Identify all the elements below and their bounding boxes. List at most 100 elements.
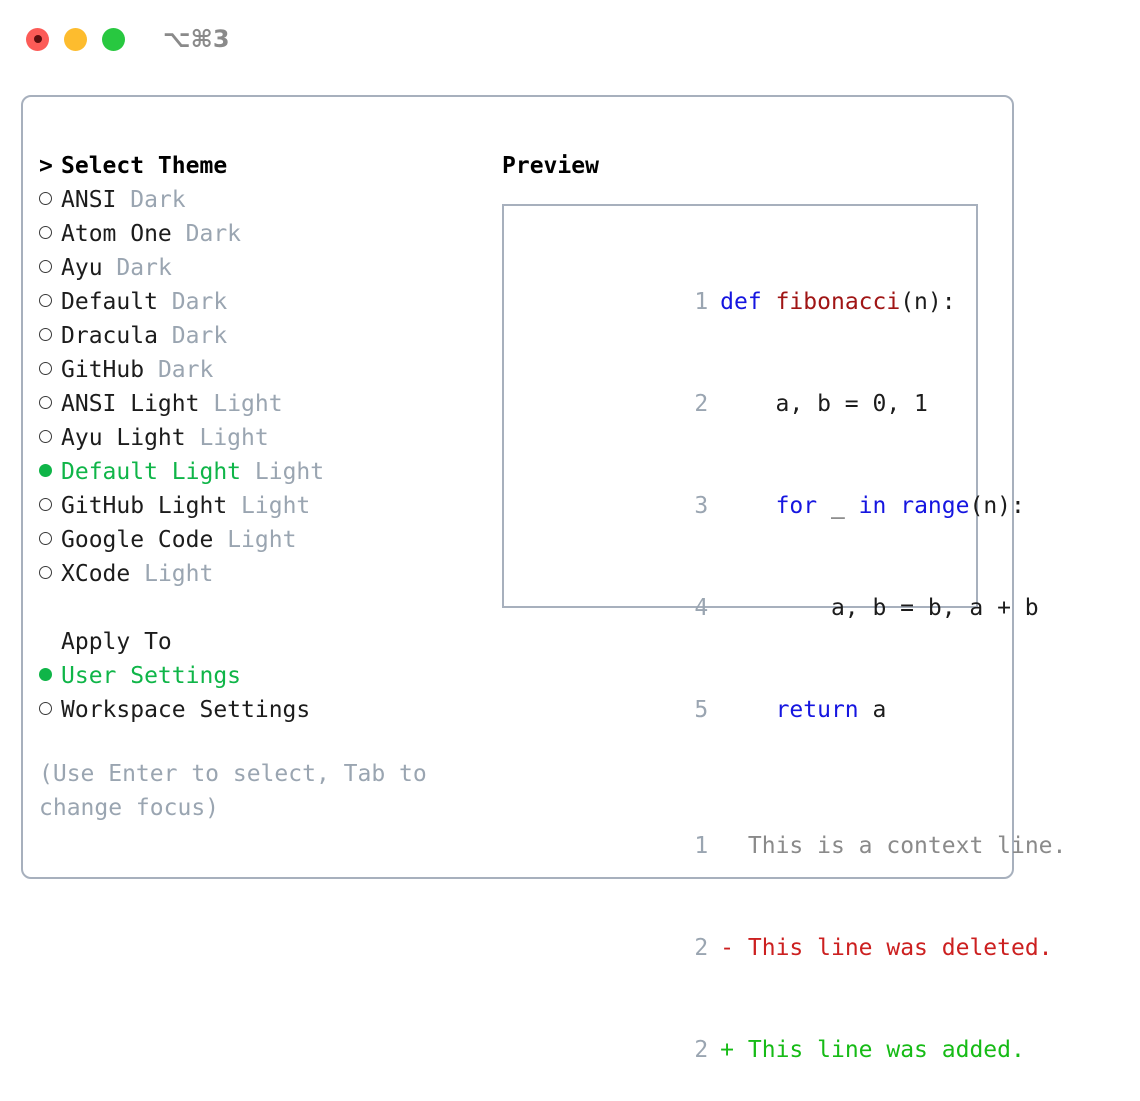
diff-sign: - [720,935,735,961]
line-number: 2 [694,1037,709,1063]
diff-separator [516,761,968,795]
code-line: 2 a, b = 0, 1 [516,353,968,455]
radio-unselected-icon[interactable] [39,217,61,251]
code-line: 5 return a [516,659,968,761]
theme-item-atom-one-dark[interactable]: Atom One Dark [39,217,479,251]
code-token: a [858,697,887,723]
close-button[interactable] [26,27,49,51]
theme-name: ANSI [61,187,117,213]
code-token: in [858,493,887,519]
theme-item-ayu-light[interactable]: Ayu Light Light [39,421,479,455]
theme-category: Dark [171,289,228,315]
code-token: (n): [969,493,1025,519]
line-number: 5 [694,697,709,723]
caret-icon: > [39,153,53,179]
theme-item-google-code[interactable]: Google Code Light [39,523,479,557]
maximize-button[interactable] [102,27,125,51]
theme-name: GitHub [61,357,145,383]
theme-name: Dracula [61,323,158,349]
radio-unselected-icon[interactable] [39,387,61,421]
code-token: return [775,697,859,723]
select-theme-heading-label: Select Theme [61,153,228,179]
theme-category: Dark [157,357,214,383]
theme-name: ANSI Light [61,391,200,417]
line-number: 2 [694,391,709,417]
diff-sign [720,833,734,859]
line-number: 2 [694,935,709,961]
window-titlebar: ⌥⌘3 [0,0,1140,78]
code-token [886,493,900,519]
record-dot-icon [33,35,42,43]
theme-item-dracula-dark[interactable]: Dracula Dark [39,319,479,353]
theme-category: Dark [171,323,228,349]
line-number: 1 [694,289,709,315]
radio-unselected-icon[interactable] [39,523,61,557]
diff-text: This line was added. [747,1037,1025,1063]
code-line: 4 a, b = b, a + b [516,557,1038,659]
diff-text: This is a context line. [747,833,1067,859]
theme-item-ansi-dark[interactable]: ANSI Dark [39,183,479,217]
code-token [762,289,776,315]
diff-text: This line was deleted. [747,935,1053,961]
theme-name: XCode [61,561,131,587]
panel-columns: > Select Theme ANSI Dark Atom One Dark Ay… [23,97,1066,1063]
theme-category: Light [254,459,325,485]
code-token: for [775,493,818,519]
list-spacer [39,591,479,625]
keyboard-shortcut-label: ⌥⌘3 [163,25,230,53]
theme-item-ayu-dark[interactable]: Ayu Dark [39,251,479,285]
theme-category: Light [213,391,283,417]
radio-unselected-icon[interactable] [39,557,61,591]
code-token: def [720,289,762,315]
theme-category: Light [227,527,297,553]
theme-item-xcode[interactable]: XCode Light [39,557,479,591]
code-token [720,493,775,519]
line-number: 1 [694,833,709,859]
diff-sign: + [720,1037,735,1063]
radio-unselected-icon[interactable] [39,353,61,387]
traffic-light-group [26,27,125,51]
code-token [720,697,775,723]
theme-item-github-dark[interactable]: GitHub Dark [39,353,479,387]
radio-unselected-icon[interactable] [39,319,61,353]
radio-unselected-icon[interactable] [39,285,61,319]
radio-selected-icon[interactable] [39,455,61,489]
theme-item-default-dark[interactable]: Default Dark [39,285,479,319]
theme-item-default-light[interactable]: Default Light Light [39,455,479,489]
code-line: 1 def fibonacci(n): [516,251,968,353]
theme-category: Dark [185,221,242,247]
code-line: 3 for _ in range(n): [516,455,1025,557]
code-token: _ [817,493,859,519]
line-number: 3 [694,493,709,519]
apply-to-label: User Settings [61,663,242,689]
theme-item-github-light[interactable]: GitHub Light Light [39,489,479,523]
theme-name: Default [61,289,158,315]
radio-unselected-icon[interactable] [39,693,61,727]
preview-heading: Preview [502,153,599,179]
theme-category: Light [199,425,269,451]
keyboard-hint-text: (Use Enter to select, Tab to change focu… [39,761,427,821]
radio-unselected-icon[interactable] [39,489,61,523]
diff-line-context: 1 This is a context line. [516,795,1066,897]
apply-to-user-settings[interactable]: User Settings [39,659,479,693]
radio-unselected-icon[interactable] [39,421,61,455]
minimize-button[interactable] [64,27,87,51]
code-token: fibonacci [775,289,901,315]
code-token: (n): [900,289,956,315]
theme-name: Ayu Light [61,425,186,451]
radio-selected-icon[interactable] [39,659,61,693]
theme-category: Dark [130,187,186,213]
radio-unselected-icon[interactable] [39,183,61,217]
apply-to-label: Workspace Settings [61,697,311,723]
radio-unselected-icon[interactable] [39,251,61,285]
select-theme-heading: > Select Theme [39,149,479,183]
diff-line-deleted: 2- This line was deleted. [516,897,1052,999]
code-token: a, b = 0, 1 [720,391,928,417]
theme-item-ansi-light[interactable]: ANSI Light Light [39,387,479,421]
theme-picker-panel: > Select Theme ANSI Dark Atom One Dark Ay… [21,95,1066,1063]
theme-name: Google Code [61,527,214,553]
apply-to-workspace-settings[interactable]: Workspace Settings [39,693,479,727]
